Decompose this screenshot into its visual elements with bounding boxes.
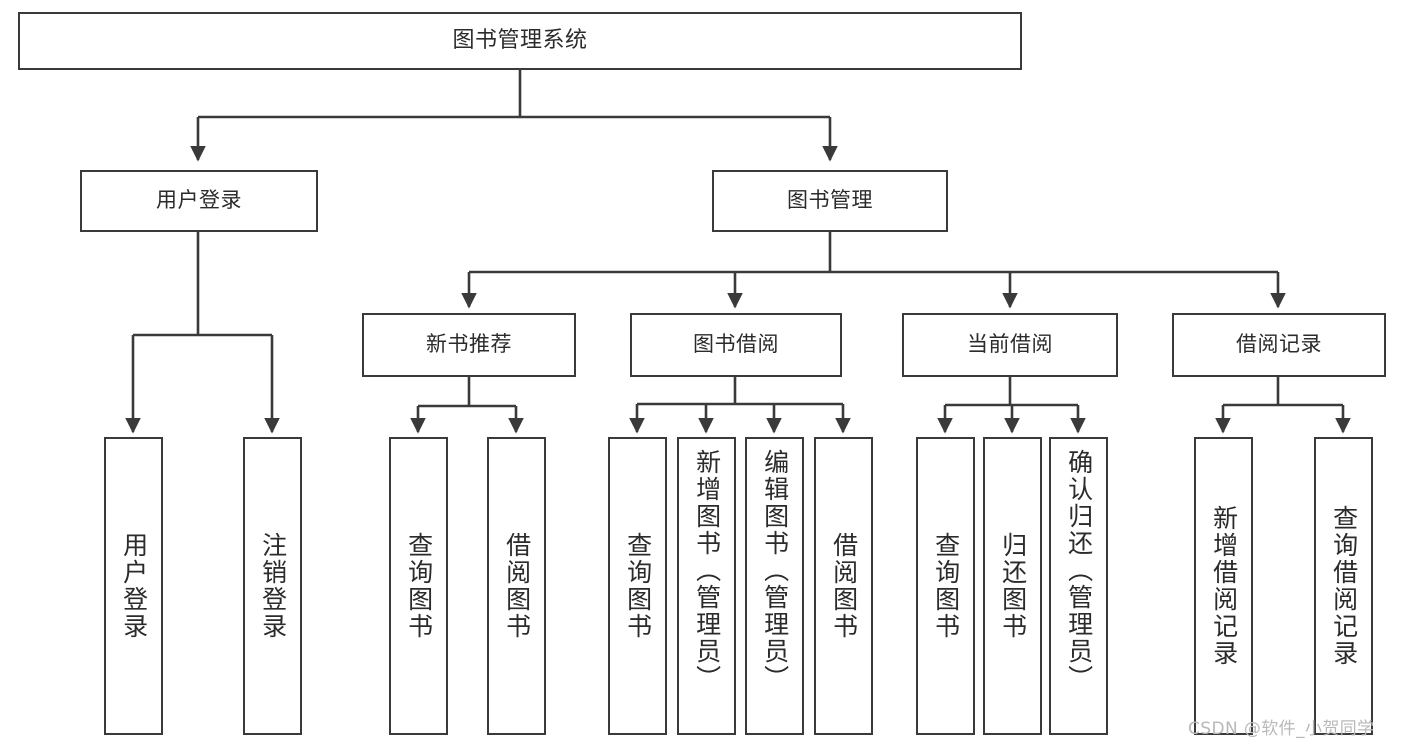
node-root-book-management-system[interactable]: 图书管理系统	[18, 12, 1022, 70]
node-label: 当前借阅	[967, 332, 1053, 357]
node-label: 编辑图书（管理员）	[760, 449, 790, 692]
leaf-add-borrow-record[interactable]: 新增借阅记录	[1194, 437, 1253, 735]
node-borrowing-records[interactable]: 借阅记录	[1172, 313, 1386, 377]
node-user-login[interactable]: 用户登录	[80, 170, 318, 232]
leaf-edit-book-admin[interactable]: 编辑图书（管理员）	[745, 437, 804, 735]
leaf-borrow-book[interactable]: 借阅图书	[814, 437, 873, 735]
leaf-query-borrow-record[interactable]: 查询借阅记录	[1314, 437, 1373, 735]
node-label: 用户登录	[156, 188, 242, 213]
watermark-text: CSDN @软件_小贺同学	[1188, 719, 1375, 739]
leaf-borrow-book-recommend[interactable]: 借阅图书	[487, 437, 546, 735]
node-label: 注销登录	[258, 532, 288, 640]
node-label: 用户登录	[119, 532, 149, 640]
node-label: 图书管理	[787, 188, 873, 213]
node-label: 借阅图书	[502, 532, 532, 640]
node-label: 查询图书	[404, 532, 434, 640]
node-label: 新增图书（管理员）	[692, 449, 722, 692]
node-label: 查询图书	[931, 532, 961, 640]
leaf-add-book-admin[interactable]: 新增图书（管理员）	[677, 437, 736, 735]
node-label: 借阅图书	[829, 532, 859, 640]
node-label: 借阅记录	[1236, 332, 1322, 357]
leaf-confirm-return-admin[interactable]: 确认归还（管理员）	[1049, 437, 1108, 735]
node-label: 新书推荐	[426, 332, 512, 357]
node-label: 确认归还（管理员）	[1064, 449, 1094, 692]
node-label: 查询借阅记录	[1329, 505, 1359, 667]
node-book-borrowing[interactable]: 图书借阅	[630, 313, 842, 377]
leaf-user-login[interactable]: 用户登录	[104, 437, 163, 735]
leaf-query-book-recommend[interactable]: 查询图书	[389, 437, 448, 735]
leaf-query-book-current[interactable]: 查询图书	[916, 437, 975, 735]
leaf-query-book-borrow[interactable]: 查询图书	[608, 437, 667, 735]
leaf-return-book[interactable]: 归还图书	[983, 437, 1042, 735]
node-label: 查询图书	[623, 532, 653, 640]
node-book-management[interactable]: 图书管理	[712, 170, 948, 232]
leaf-logout[interactable]: 注销登录	[243, 437, 302, 735]
node-label: 图书借阅	[693, 332, 779, 357]
node-new-book-recommendation[interactable]: 新书推荐	[362, 313, 576, 377]
node-current-borrowing[interactable]: 当前借阅	[902, 313, 1118, 377]
node-label: 归还图书	[998, 532, 1028, 640]
node-label: 图书管理系统	[452, 27, 588, 53]
node-label: 新增借阅记录	[1209, 505, 1239, 667]
